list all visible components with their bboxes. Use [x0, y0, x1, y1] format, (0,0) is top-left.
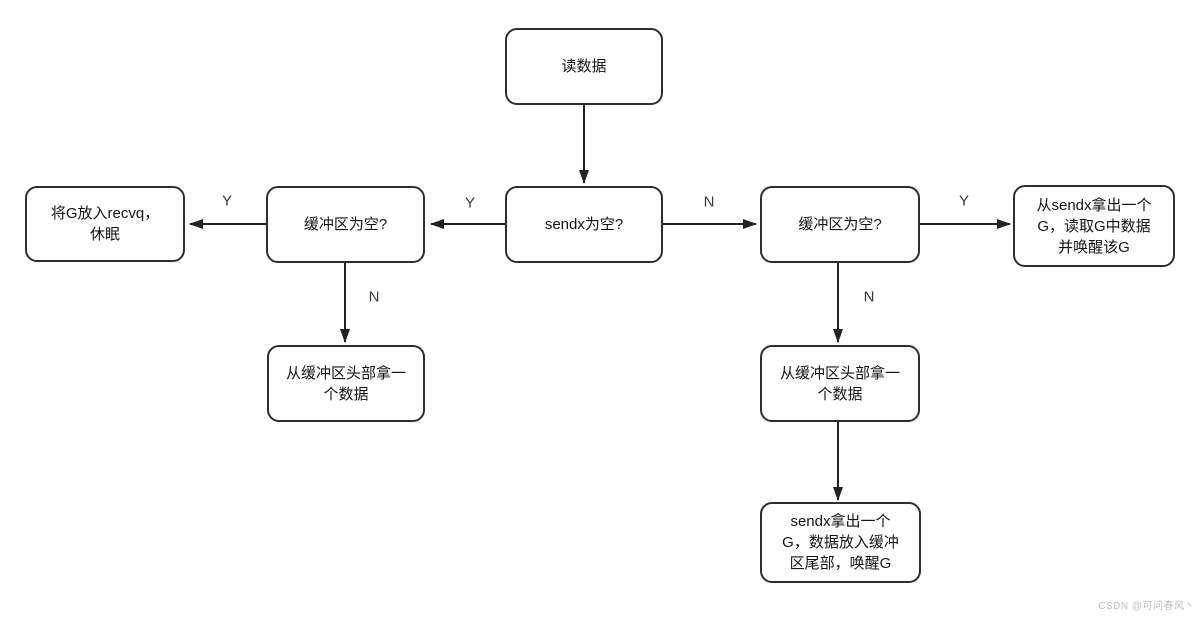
node-recvq-sleep-label: 将G放入recvq， 休眠 — [50, 205, 160, 243]
node-take-head-right-label: 从缓冲区头部拿一 个数据 — [779, 364, 900, 403]
node-buffer-empty-left-label: 缓冲区为空? — [303, 216, 388, 233]
node-sendx-empty-label: sendx为空? — [544, 216, 624, 233]
edge-label-right-down-N: N — [863, 288, 875, 306]
edge-label-left-to-recvq-Y: Y — [221, 192, 233, 210]
node-sendx-read-wake-label: 从sendx拿出一个 G，读取G中数据 并唤醒该G — [1036, 196, 1152, 256]
node-take-head-left-label: 从缓冲区头部拿一 个数据 — [285, 364, 406, 403]
node-buffer-empty-right: 缓冲区为空? — [760, 186, 920, 263]
csdn-watermark: CSDN @可问春风丶 — [1098, 601, 1195, 612]
edge-label-left-down-N: N — [368, 288, 380, 306]
node-read-data: 读数据 — [505, 28, 663, 105]
edge-label-sendx-to-right-N: N — [703, 193, 715, 211]
node-sendx-put-wake-label: sendx拿出一个 G，数据放入缓冲 区尾部，唤醒G — [782, 513, 899, 572]
node-buffer-empty-left: 缓冲区为空? — [266, 186, 425, 263]
node-sendx-put-wake: sendx拿出一个 G，数据放入缓冲 区尾部，唤醒G — [760, 502, 921, 583]
node-take-head-right: 从缓冲区头部拿一 个数据 — [760, 345, 920, 422]
node-take-head-left: 从缓冲区头部拿一 个数据 — [267, 345, 425, 422]
node-recvq-sleep: 将G放入recvq， 休眠 — [25, 186, 185, 262]
edge-label-right-to-sendx-read-Y: Y — [958, 192, 970, 210]
edge-label-sendx-to-left-Y: Y — [464, 194, 476, 212]
node-sendx-empty: sendx为空? — [505, 186, 663, 263]
node-sendx-read-wake: 从sendx拿出一个 G，读取G中数据 并唤醒该G — [1013, 185, 1175, 267]
node-read-data-label: 读数据 — [561, 58, 607, 75]
node-buffer-empty-right-label: 缓冲区为空? — [798, 216, 882, 233]
